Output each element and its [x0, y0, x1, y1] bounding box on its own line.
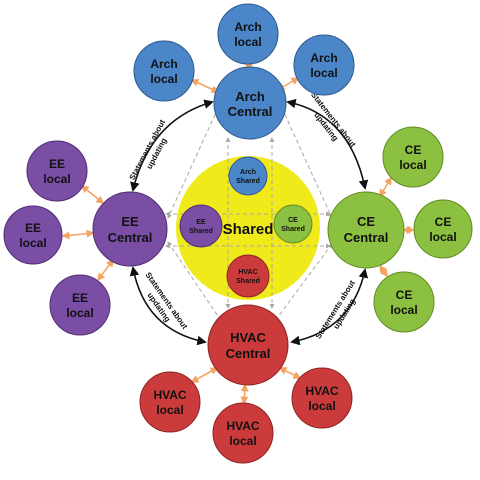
connector-arch-local-1 — [190, 79, 220, 93]
ce-central-label-2: Central — [344, 230, 389, 245]
arc-label-bottom-right: Statements about updating — [314, 277, 367, 346]
arch-central-node[interactable]: Arch Central — [213, 66, 287, 140]
dashed-arch-ee — [167, 107, 219, 219]
arch-central-label-1: Arch — [235, 89, 265, 104]
arc-top-left — [130, 99, 214, 192]
ce-local-1-label-1: CE — [405, 143, 422, 157]
arch-shared-label-2: Shared — [236, 178, 260, 185]
hvac-local-1-label-1: HVAC — [153, 388, 186, 402]
arc-label-top-right: Statements about updating — [301, 90, 359, 156]
update-arcs — [129, 98, 369, 346]
ce-local-node-2[interactable]: CE local — [413, 199, 473, 259]
connector-hvac-local-3 — [278, 367, 302, 379]
central-nodes: Arch Central EE Central CE Central HVAC … — [92, 66, 405, 386]
ce-local-2-label-2: local — [429, 230, 456, 244]
hvac-local-node-1[interactable]: HVAC local — [139, 371, 201, 433]
hvac-shared-node[interactable]: HVAC Shared — [226, 254, 270, 298]
ce-local-node-3[interactable]: CE local — [373, 271, 435, 333]
ee-local-1-label-2: local — [43, 172, 70, 186]
ee-local-node-2[interactable]: EE local — [3, 205, 63, 265]
hvac-local-3-label-1: HVAC — [305, 384, 338, 398]
ce-local-2-label-1: CE — [435, 215, 452, 229]
arc-bottom-left — [129, 266, 207, 346]
ee-local-3-label-2: local — [66, 306, 93, 320]
ee-local-2-label-1: EE — [25, 221, 41, 235]
hvac-local-1-label-2: local — [156, 403, 183, 417]
ce-local-3-label-1: CE — [396, 288, 413, 302]
ce-central-node[interactable]: CE Central — [327, 191, 405, 269]
local-connectors — [61, 62, 415, 405]
ee-shared-node[interactable]: EE Shared — [179, 204, 223, 248]
ee-central-label-2: Central — [108, 230, 153, 245]
ee-local-1-label-1: EE — [49, 157, 65, 171]
shared-sub-circles: Arch Shared EE Shared CE Shared HVAC Sha… — [179, 156, 313, 298]
hvac-local-node-2[interactable]: HVAC local — [212, 402, 274, 464]
arch-local-1-label-1: Arch — [150, 57, 177, 71]
connector-hvac-local-2 — [240, 383, 249, 405]
arc-bottom-right — [290, 268, 369, 346]
ce-local-1-label-2: local — [399, 158, 426, 172]
arc-label-top-left: Statements about updating — [128, 116, 177, 186]
ce-central-label-1: CE — [357, 214, 375, 229]
arch-local-node-3[interactable]: Arch local — [293, 34, 355, 96]
arch-local-1-label-2: local — [150, 72, 177, 86]
ee-local-2-label-2: local — [19, 236, 46, 250]
ee-local-3-label-1: EE — [72, 291, 88, 305]
ce-shared-label-1: CE — [288, 217, 298, 224]
ce-local-3-label-2: local — [390, 303, 417, 317]
arc-label-bottom-left: Statements about updating — [135, 271, 190, 339]
arch-local-2-label-2: local — [234, 35, 261, 49]
arch-central-label-2: Central — [228, 104, 273, 119]
ee-central-label-1: EE — [121, 214, 139, 229]
ee-local-node-3[interactable]: EE local — [49, 274, 111, 336]
hvac-central-label-1: HVAC — [230, 330, 266, 345]
arch-shared-label-1: Arch — [240, 169, 256, 176]
arch-local-3-label-2: local — [310, 66, 337, 80]
hvac-central-node[interactable]: HVAC Central — [207, 304, 289, 386]
dashed-arch-ce — [281, 107, 333, 219]
ee-shared-label-2: Shared — [189, 228, 213, 235]
arch-shared-node[interactable]: Arch Shared — [228, 156, 268, 196]
connector-ce-local-1 — [379, 176, 392, 198]
hvac-local-2-label-2: local — [229, 434, 256, 448]
hvac-local-2-label-1: HVAC — [226, 419, 259, 433]
ee-shared-label-1: EE — [196, 219, 206, 226]
hvac-central-label-2: Central — [226, 346, 271, 361]
connector-ee-local-3 — [97, 258, 114, 282]
connector-ee-local-2 — [61, 229, 95, 240]
shared-title: Shared — [223, 221, 274, 238]
ee-local-node-1[interactable]: EE local — [26, 140, 88, 202]
ce-shared-label-2: Shared — [281, 226, 305, 233]
arch-local-node-2[interactable]: Arch local — [217, 3, 279, 65]
ce-shared-node[interactable]: CE Shared — [273, 204, 313, 244]
arch-local-3-label-1: Arch — [310, 51, 337, 65]
ee-central-node[interactable]: EE Central — [92, 191, 168, 267]
connector-ee-local-1 — [80, 184, 105, 205]
connector-hvac-local-1 — [190, 367, 219, 383]
hvac-shared-label-2: Shared — [236, 278, 260, 285]
hvac-local-node-3[interactable]: HVAC local — [291, 367, 353, 429]
local-nodes: Arch local Arch local Arch local EE loca… — [3, 3, 473, 464]
connector-ce-local-3 — [379, 264, 388, 278]
arch-local-2-label-1: Arch — [234, 20, 261, 34]
arc-top-right — [286, 98, 369, 190]
arch-local-node-1[interactable]: Arch local — [133, 40, 195, 102]
ce-local-node-1[interactable]: CE local — [382, 126, 444, 188]
hvac-local-3-label-2: local — [308, 399, 335, 413]
hvac-shared-label-1: HVAC — [238, 269, 257, 276]
